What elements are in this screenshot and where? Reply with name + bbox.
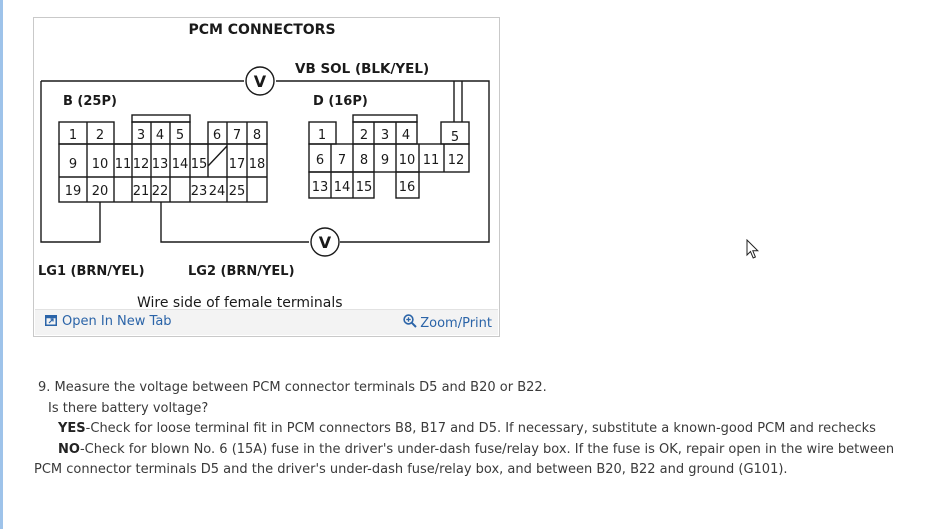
d-terminal: 15 (356, 180, 373, 195)
connector-b-label: B (25P) (63, 94, 117, 109)
b-terminal: 8 (253, 128, 261, 143)
figure-title: PCM CONNECTORS (188, 22, 335, 38)
figure-caption: Wire side of female terminals (137, 295, 343, 311)
d-terminal: 12 (448, 153, 465, 168)
d-terminal: 8 (360, 153, 368, 168)
d-row-6-12 (308, 143, 470, 173)
step-question: Is there battery voltage? (48, 400, 209, 416)
d-block-16 (395, 171, 420, 199)
b-terminal: 20 (92, 184, 109, 199)
d-row-13-15 (308, 171, 375, 199)
connector-d-label: D (16P) (313, 94, 368, 109)
figure-frame: V V PCM CONNECTORS VB SOL (BLK/YEL) B (2… (33, 17, 500, 337)
yes-text: -Check for loose terminal fit in PCM con… (85, 421, 876, 436)
left-accent-bar (0, 0, 3, 529)
zoom-print-label: Zoom/Print (420, 316, 492, 331)
b-terminal: 7 (233, 128, 241, 143)
d-terminal: 11 (423, 153, 440, 168)
b-terminal: 18 (249, 157, 266, 172)
procedure-text: 9. Measure the voltage between PCM conne… (34, 378, 914, 481)
b-terminal: 10 (92, 157, 109, 172)
lg1-wire (40, 81, 101, 243)
b-terminal: 3 (137, 128, 145, 143)
d-terminal: 10 (399, 153, 416, 168)
b-terminal: 9 (69, 157, 77, 172)
b-terminal: 11 (115, 157, 132, 172)
d-terminal: 7 (338, 153, 346, 168)
lg2-wire (160, 202, 309, 243)
b-terminal: 14 (172, 157, 189, 172)
no-text: -Check for blown No. 6 (15A) fuse in the… (34, 441, 895, 478)
d-terminal: 2 (360, 128, 368, 143)
b-terminal: 2 (96, 128, 104, 143)
d-terminal: 1 (318, 128, 326, 143)
figure-toolbar: Open In New Tab Zoom/Print (35, 309, 498, 335)
no-label: NO (58, 441, 80, 457)
d-terminal: 3 (381, 128, 389, 143)
d-terminal: 9 (381, 153, 389, 168)
d-terminal: 6 (316, 153, 324, 168)
b-terminal: 23 (191, 184, 208, 199)
zoom-print-link[interactable]: Zoom/Print (403, 314, 492, 331)
yes-label: YES (58, 421, 86, 436)
b-terminal: 12 (133, 157, 150, 172)
b-terminal: 4 (156, 128, 164, 143)
b-terminal: 21 (133, 184, 150, 199)
d-terminal: 16 (399, 180, 416, 195)
b-terminal: 1 (69, 128, 77, 143)
voltmeter-bottom (310, 227, 340, 257)
d-terminal: 14 (334, 180, 351, 195)
open-new-tab-icon (45, 315, 57, 326)
b-terminal: 5 (176, 128, 184, 143)
step-9: 9. Measure the voltage between PCM conne… (38, 380, 547, 395)
d-key-top (352, 114, 418, 123)
b-terminal: 22 (152, 184, 169, 199)
lg1-label: LG1 (BRN/YEL) (38, 264, 145, 279)
voltmeter-bottom-symbol: V (319, 233, 332, 252)
b-block-678 (207, 121, 268, 145)
open-new-tab-label: Open In New Tab (62, 314, 172, 329)
magnifier-plus-icon (403, 314, 417, 328)
voltmeter-top (245, 66, 275, 96)
b-terminal: 25 (229, 184, 246, 199)
d-terminal: 5 (451, 130, 459, 145)
yes-answer: YES-Check for loose terminal fit in PCM … (34, 419, 914, 440)
pcm-connectors-diagram: V V PCM CONNECTORS VB SOL (BLK/YEL) B (2… (38, 22, 490, 311)
mouse-pointer-icon (746, 239, 760, 259)
d-terminal: 4 (402, 128, 410, 143)
b-terminal: 19 (65, 184, 82, 199)
vb-wire-right (276, 80, 490, 243)
b-terminal: 24 (209, 184, 226, 199)
voltmeter-top-symbol: V (254, 72, 267, 91)
d-terminal: 13 (312, 180, 329, 195)
open-new-tab-link[interactable]: Open In New Tab (45, 314, 172, 329)
lg2-label: LG2 (BRN/YEL) (188, 264, 295, 279)
b-terminal: 13 (152, 157, 169, 172)
b-block-345 (131, 121, 191, 145)
b-terminal: 17 (229, 157, 246, 172)
b-terminal: 6 (213, 128, 221, 143)
no-answer: NO-Check for blown No. 6 (15A) fuse in t… (34, 440, 914, 481)
b-key-top (131, 114, 191, 123)
vb-sol-label: VB SOL (BLK/YEL) (295, 61, 429, 77)
b-terminal: 15 (191, 157, 208, 172)
